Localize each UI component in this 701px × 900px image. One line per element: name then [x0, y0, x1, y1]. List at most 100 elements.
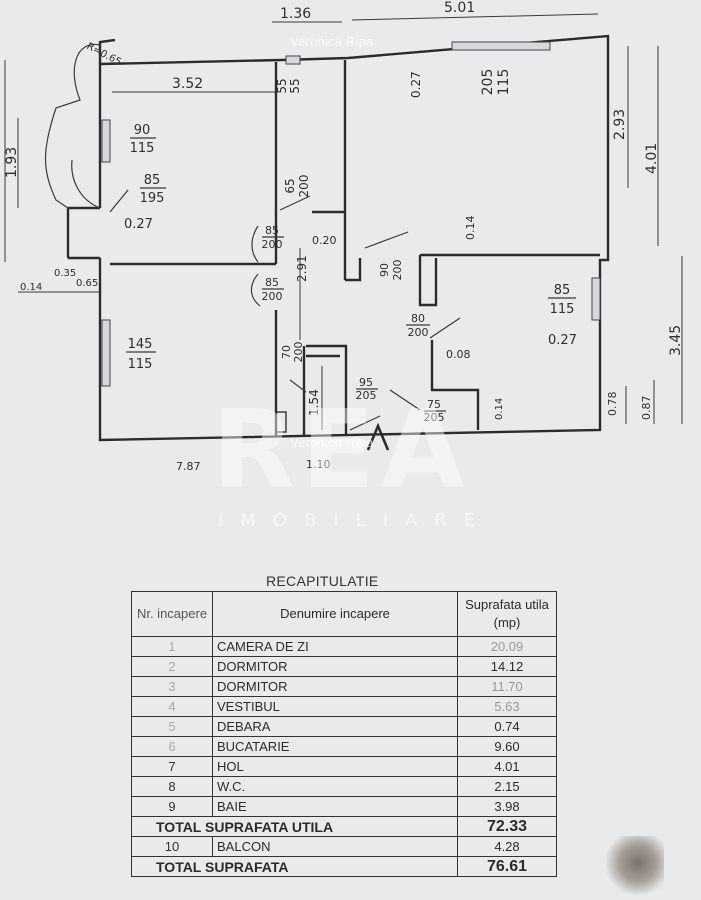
total-util-row: TOTAL SUPRAFATA UTILA 72.33: [131, 816, 557, 837]
row-nr: 7: [131, 756, 213, 777]
opening-1: 90 115: [130, 123, 156, 156]
table-row: 3 DORMITOR 11.70: [131, 676, 557, 697]
opening-7: 85 200: [262, 276, 284, 303]
watermark-logo-main: REA: [212, 388, 471, 513]
balcony-row: 10 BALCON 4.28: [131, 836, 557, 857]
svg-text:70: 70: [280, 345, 293, 359]
row-name: DEBARA: [212, 716, 458, 737]
row-name: VESTIBUL: [212, 696, 458, 717]
svg-text:200: 200: [408, 326, 429, 339]
dim-hall: 2.91: [295, 255, 309, 282]
recap-title: RECAPITULATIE: [266, 573, 379, 589]
svg-text:65: 65: [283, 178, 297, 193]
svg-text:90: 90: [134, 123, 151, 138]
svg-text:205: 205: [356, 389, 377, 402]
svg-text:85: 85: [144, 173, 161, 188]
dim-right-upper: 2.93: [612, 109, 628, 140]
svg-text:85: 85: [554, 283, 571, 298]
opening-9: 80 200: [406, 312, 430, 339]
opening-8: 90 200: [378, 260, 404, 281]
svg-text:200: 200: [297, 175, 311, 198]
row-area: 14.12: [457, 656, 557, 677]
svg-text:85: 85: [265, 276, 279, 289]
svg-text:115: 115: [496, 69, 512, 96]
dim-wall-b: 0.35: [54, 268, 76, 279]
table-row: 4 VESTIBUL 5.63: [131, 696, 557, 717]
dim-top-left: 1.36: [280, 6, 311, 22]
watermark-author-mid: Veronica Ripa: [290, 435, 374, 450]
dimension-lines: [4, 13, 683, 430]
dim-wall-d: 0.27: [124, 217, 153, 232]
opening-4: 65 200: [283, 175, 311, 198]
table-row: 5 DEBARA 0.74: [131, 716, 557, 737]
dim-room-width: 3.52: [172, 76, 203, 92]
svg-text:55: 55: [275, 78, 289, 93]
table-row: 8 W.C. 2.15: [131, 776, 557, 797]
balcony-nr: 10: [131, 836, 213, 857]
svg-text:75: 75: [427, 398, 441, 411]
dim-hall-b: 1.54: [307, 389, 321, 416]
table-row: 9 BAIE 3.98: [131, 796, 557, 817]
row-nr: 1: [131, 636, 213, 657]
svg-text:115: 115: [550, 302, 575, 317]
svg-text:115: 115: [128, 357, 153, 372]
balcony-area: 4.28: [457, 836, 557, 857]
row-name: DORMITOR: [212, 656, 458, 677]
bottom-label-2: 1.10: [306, 458, 331, 471]
table-row: 6 BUCATARIE 9.60: [131, 736, 557, 757]
svg-text:200: 200: [292, 342, 305, 363]
row-nr: 4: [131, 696, 213, 717]
opening-11: 70 200: [280, 342, 305, 363]
row-area: 5.63: [457, 696, 557, 717]
recap-table: Nr. incapere Denumire incapere Suprafata…: [131, 591, 557, 877]
row-name: CAMERA DE ZI: [212, 636, 458, 657]
svg-text:55: 55: [288, 78, 302, 93]
row-area: 11.70: [457, 676, 557, 697]
header-nr: Nr. incapere: [131, 591, 213, 637]
dim-wall-c: 0.65: [76, 278, 98, 289]
dim-wall-j: 0.14: [494, 398, 505, 420]
watermark-logo-sub: IMOBILIARE: [218, 510, 493, 531]
dim-wall-a: 0.14: [20, 282, 42, 293]
dim-right-lower: 3.45: [668, 325, 684, 356]
thumb-smudge: [606, 836, 664, 896]
row-nr: 6: [131, 736, 213, 757]
row-name: HOL: [212, 756, 458, 777]
opening-10: 145 115: [126, 337, 156, 372]
dim-bottom-right-b: 0.87: [640, 396, 653, 421]
svg-text:205: 205: [424, 411, 445, 424]
dim-bottom-right-a: 0.78: [606, 392, 619, 417]
svg-text:95: 95: [359, 376, 373, 389]
row-area: 3.98: [457, 796, 557, 817]
header-area: Suprafata utila (mp): [457, 591, 557, 637]
row-nr: 5: [131, 716, 213, 737]
svg-text:200: 200: [262, 290, 283, 303]
watermark-logo: REA IMOBILIARE: [212, 388, 502, 538]
opening-14: 85 115: [548, 283, 576, 317]
row-area: 9.60: [457, 736, 557, 757]
total-util-label: TOTAL SUPRAFATA UTILA: [131, 816, 458, 837]
row-nr: 9: [131, 796, 213, 817]
row-nr: 3: [131, 676, 213, 697]
row-nr: 8: [131, 776, 213, 797]
dim-top-right: 5.01: [444, 0, 475, 16]
opening-12: 95 205: [356, 376, 378, 402]
svg-text:90: 90: [378, 263, 391, 277]
header-name: Denumire incapere: [212, 591, 458, 637]
row-name: BAIE: [212, 796, 458, 817]
watermark-author-top: Veronica Ripa: [290, 34, 374, 49]
balcony-bay: [44, 41, 601, 387]
dim-wall-e: 0.27: [409, 71, 423, 98]
total-row: TOTAL SUPRAFATA 76.61: [131, 856, 557, 877]
total-label: TOTAL SUPRAFATA: [131, 856, 458, 877]
floor-plan: 1.36 5.01 3.52 R=0.65 2.93 4.01 3.45 1.9…: [4, 0, 684, 473]
row-area: 0.74: [457, 716, 557, 737]
svg-text:85: 85: [265, 224, 279, 237]
interior-walls: [110, 60, 600, 436]
row-area: 2.15: [457, 776, 557, 797]
dim-left-side: 1.93: [4, 147, 20, 178]
svg-text:195: 195: [140, 191, 165, 206]
table-row: 2 DORMITOR 14.12: [131, 656, 557, 677]
door-swings: [109, 189, 461, 431]
row-area: 4.01: [457, 756, 557, 777]
